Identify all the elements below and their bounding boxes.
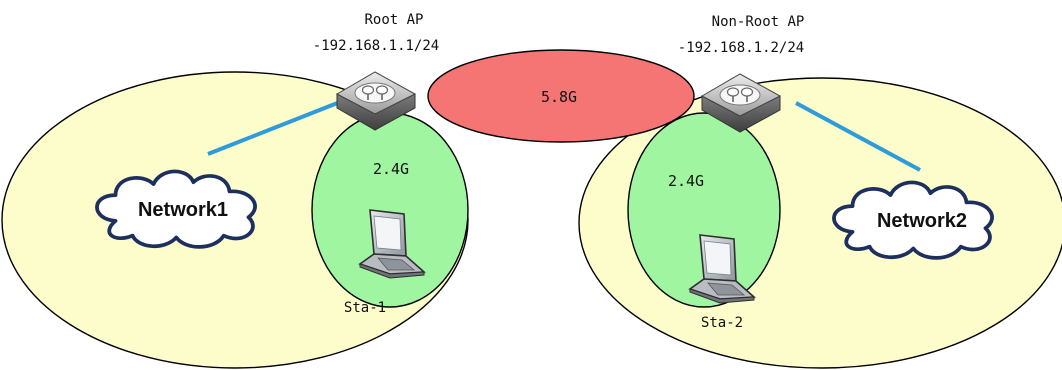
root-ap-ip: -192.168.1.1/24 [313,38,439,54]
network1-uplink [207,98,346,156]
network1-label: Network1 [138,199,228,221]
right-band-label: 2.4G [668,172,704,190]
nonroot-ap-name: Non-Root AP [712,14,805,30]
bridge-band-label: 5.8G [541,88,577,106]
left-band-label: 2.4G [373,160,409,178]
sta2-label: Sta-2 [701,315,743,331]
network2-label: Network2 [877,210,967,232]
root-ap-name: Root AP [364,12,423,28]
network2-uplink [795,101,921,172]
sta1-label: Sta-1 [344,300,386,316]
right-2-4g-zone [627,112,781,308]
bridge-5-8g-zone [427,49,695,143]
nonroot-ap-ip: -192.168.1.2/24 [678,40,804,56]
